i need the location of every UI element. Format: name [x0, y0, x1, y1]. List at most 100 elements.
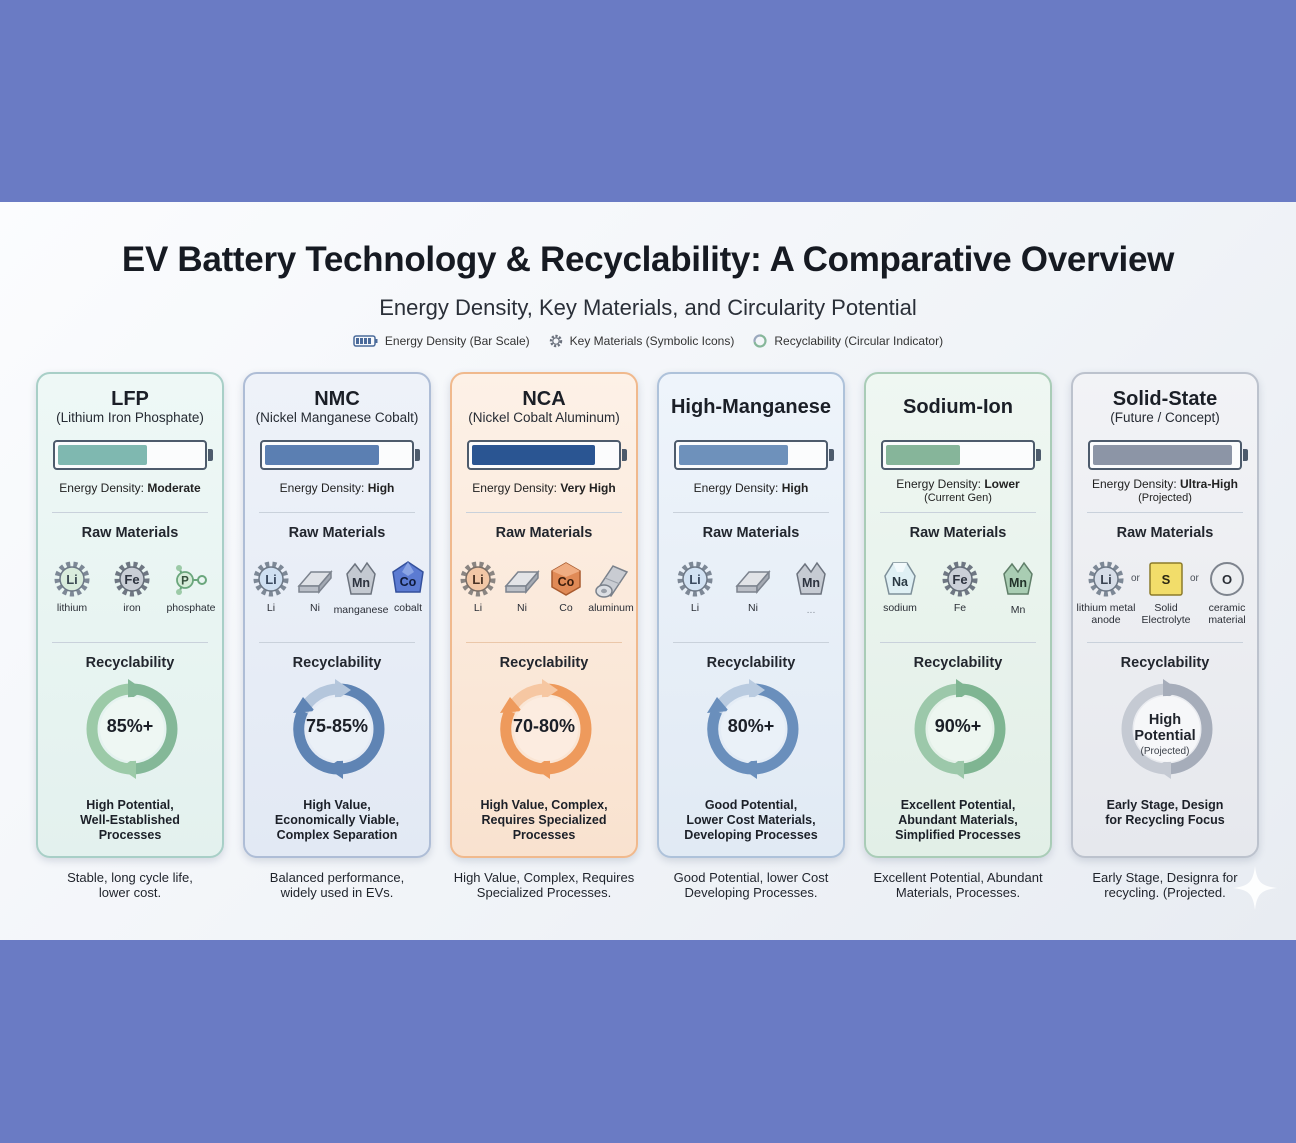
material-ni: Ni: [295, 560, 335, 614]
desc-line: Excellent Potential,: [900, 798, 1016, 812]
desc-line: High Potential,: [86, 798, 174, 812]
material-ni: Ni: [502, 560, 542, 614]
ed-value: Ultra-High: [1180, 477, 1239, 491]
material-cobalt: Co cobalt: [387, 560, 429, 614]
recyclability-description: High Potential, Well-Established Process…: [38, 798, 222, 843]
material-symbol: S: [1162, 572, 1171, 587]
desc-line: Well-Established: [80, 813, 180, 827]
recyclability-description: Excellent Potential, Abundant Materials,…: [866, 798, 1050, 843]
energy-density-bar: [467, 440, 627, 470]
manganese-crystal-icon: Mn: [346, 561, 376, 595]
manganese-crystal-icon: Mn: [1003, 561, 1033, 595]
material-label: Li: [690, 602, 700, 614]
divider: [673, 512, 829, 513]
material-symbol: Co: [558, 575, 575, 589]
footer-line: Materials, Processes.: [895, 885, 1021, 900]
recycle-arrows-icon: [1121, 679, 1213, 779]
legend-energy: Energy Density (Bar Scale): [353, 333, 530, 349]
recycle-icon: [753, 334, 767, 348]
desc-line: Simplified Processes: [895, 828, 1021, 842]
material-symbol: O: [1222, 572, 1232, 587]
ed-value: High: [367, 481, 395, 495]
desc-line: for Recycling Focus: [1105, 813, 1225, 827]
recyclability-heading: Recyclability: [85, 655, 175, 671]
desc-line: Lower Cost Materials,: [686, 813, 816, 827]
battery-cap: [622, 449, 627, 461]
material-label: lithium: [56, 602, 88, 614]
card-solid-state: Solid-State (Future / Concept) Energy De…: [1071, 372, 1259, 858]
footer-line: Excellent Potential, Abundant: [873, 870, 1043, 885]
card-name: Sodium-Ion: [903, 396, 1013, 418]
lithium-gear-icon: Li: [54, 561, 90, 597]
raw-materials-heading: Raw Materials: [81, 525, 179, 541]
card-nca: NCA (Nickel Cobalt Aluminum) Energy Dens…: [450, 372, 638, 858]
rec-line: (Projected): [1140, 746, 1190, 757]
energy-density-text: Energy Density: Lower(Current Gen): [866, 477, 1050, 505]
material-label: aluminum: [588, 602, 634, 614]
card-name: NMC: [314, 388, 360, 410]
material-symbol: Mn: [352, 576, 370, 590]
material-label: ...: [806, 604, 816, 616]
material-ni: Ni: [733, 560, 773, 614]
battery-cap: [415, 449, 420, 461]
material-symbol: Mn: [1009, 576, 1027, 590]
card-name: NCA: [522, 388, 566, 410]
material-label: Solid Electrolyte: [1141, 602, 1191, 626]
card-high-manganese: High-Manganese Energy Density: High Raw …: [657, 372, 845, 858]
material-sodium: Na sodium: [878, 560, 922, 614]
material-symbol: Li: [689, 572, 701, 587]
legend-recyclability-label: Recyclability (Circular Indicator): [774, 334, 944, 348]
ed-prefix: Energy Density:: [896, 477, 985, 491]
nickel-ingot-icon: [735, 569, 771, 595]
phosphate-molecule-icon: P: [176, 565, 207, 595]
energy-density-text: Energy Density: Moderate: [38, 481, 222, 495]
material-li: Li Li: [458, 560, 498, 614]
divider: [1087, 642, 1243, 643]
ed-prefix: Energy Density:: [693, 481, 782, 495]
card-fullname: (Nickel Cobalt Aluminum): [468, 410, 620, 425]
raw-materials-heading: Raw Materials: [909, 525, 1007, 541]
material-label: Co: [559, 602, 573, 614]
material-label: cobalt: [393, 602, 423, 614]
desc-line: Economically Viable,: [274, 813, 400, 827]
card-footer-nca: High Value, Complex, Requires Specialize…: [450, 870, 638, 900]
material-label: phosphate: [166, 602, 216, 614]
ed-prefix: Energy Density:: [1091, 477, 1181, 491]
raw-materials-heading: Raw Materials: [702, 525, 800, 541]
desc-line: Developing Processes: [684, 828, 818, 842]
material-symbol: Li: [1100, 572, 1112, 587]
desc-line: High Value,: [303, 798, 371, 812]
card-footer-high-manganese: Good Potential, lower Cost Developing Pr…: [657, 870, 845, 900]
material-li: Li Li: [675, 560, 715, 614]
footer-line: Balanced performance,: [269, 870, 405, 885]
infographic-panel: EV Battery Technology & Recyclability: A…: [0, 202, 1296, 940]
card-name: LFP: [111, 388, 149, 410]
raw-materials-heading: Raw Materials: [495, 525, 593, 541]
energy-density-fill: [886, 445, 960, 465]
lithium-gear-icon: Li: [253, 561, 289, 597]
ed-note: (Current Gen): [924, 492, 992, 504]
iron-gear-icon: Fe: [114, 561, 150, 597]
ed-prefix: Energy Density:: [279, 481, 368, 495]
lithium-gear-icon: Li: [460, 561, 496, 597]
recyclability-description: High Value, Economically Viable, Complex…: [245, 798, 429, 843]
card-nmc: NMC (Nickel Manganese Cobalt) Energy Den…: [243, 372, 431, 858]
recyclability-heading: Recyclability: [706, 655, 796, 671]
gear-icon: [549, 334, 562, 348]
divider: [52, 512, 208, 513]
legend-materials-label: Key Materials (Symbolic Icons): [569, 334, 735, 348]
recyclability-value: High Potential (Projected): [1073, 712, 1257, 760]
material-symbol: Li: [66, 572, 78, 587]
raw-materials-heading: Raw Materials: [288, 525, 386, 541]
footer-line: Good Potential, lower Cost: [673, 870, 829, 885]
nickel-ingot-icon: [297, 569, 333, 595]
material-iron: Fe iron: [108, 560, 156, 614]
recyclability-description: High Value, Complex, Requires Specialize…: [452, 798, 636, 843]
card-fullname: (Nickel Manganese Cobalt): [255, 410, 419, 425]
recyclability-heading: Recyclability: [499, 655, 589, 671]
desc-line: High Value, Complex,: [480, 798, 608, 812]
card-fullname: (Lithium Iron Phosphate): [56, 410, 204, 425]
desc-line: Early Stage, Design: [1106, 798, 1224, 812]
material-mn: Mn Mn: [996, 560, 1040, 616]
energy-density-bar: [53, 440, 213, 470]
